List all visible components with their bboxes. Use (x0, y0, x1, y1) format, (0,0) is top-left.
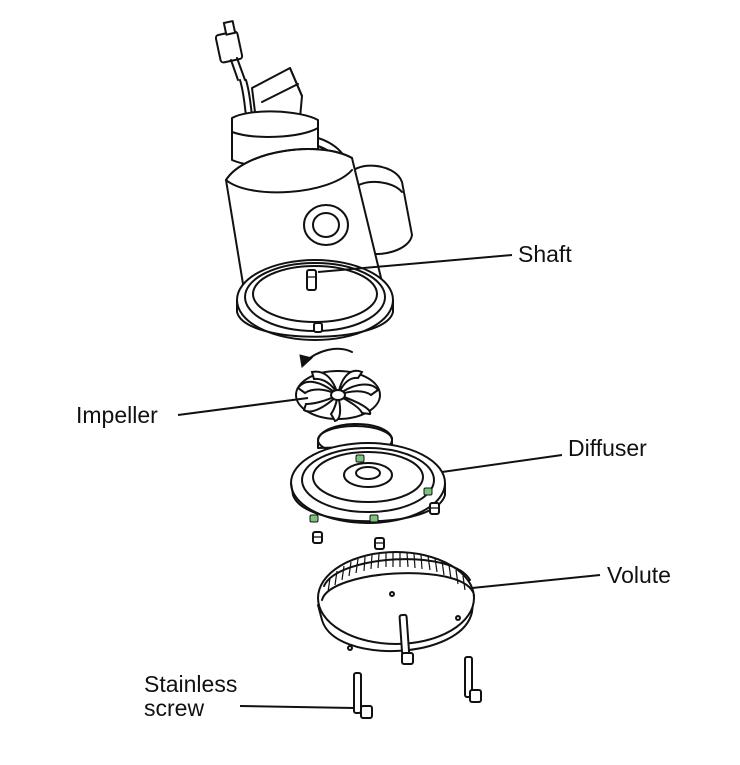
outlet-port (303, 204, 349, 246)
impeller (295, 347, 381, 423)
label-stainless: Stainless (144, 671, 238, 697)
leader-lines (177, 254, 601, 709)
rotation-arrow (304, 347, 353, 363)
label-shaft: Shaft (518, 241, 572, 267)
leader-impeller (177, 397, 309, 416)
diffuser (290, 422, 446, 550)
power-plug (214, 20, 246, 81)
label-screw: screw (144, 695, 205, 721)
leader-volute (471, 574, 601, 589)
label-impeller: Impeller (76, 402, 158, 428)
screw-left (353, 672, 373, 719)
shaft (306, 269, 317, 291)
diffuser-bolts (312, 502, 440, 550)
screw-right (464, 656, 482, 703)
label-diffuser: Diffuser (568, 435, 647, 461)
volute (317, 551, 475, 653)
leader-shaft (317, 254, 513, 273)
label-volute: Volute (607, 562, 671, 588)
motor-flange (236, 259, 394, 341)
leader-screw (239, 705, 355, 709)
motor-housing (214, 20, 413, 341)
stainless-screws (353, 613, 482, 719)
leader-diffuser (441, 454, 563, 473)
screw-center (398, 613, 414, 665)
